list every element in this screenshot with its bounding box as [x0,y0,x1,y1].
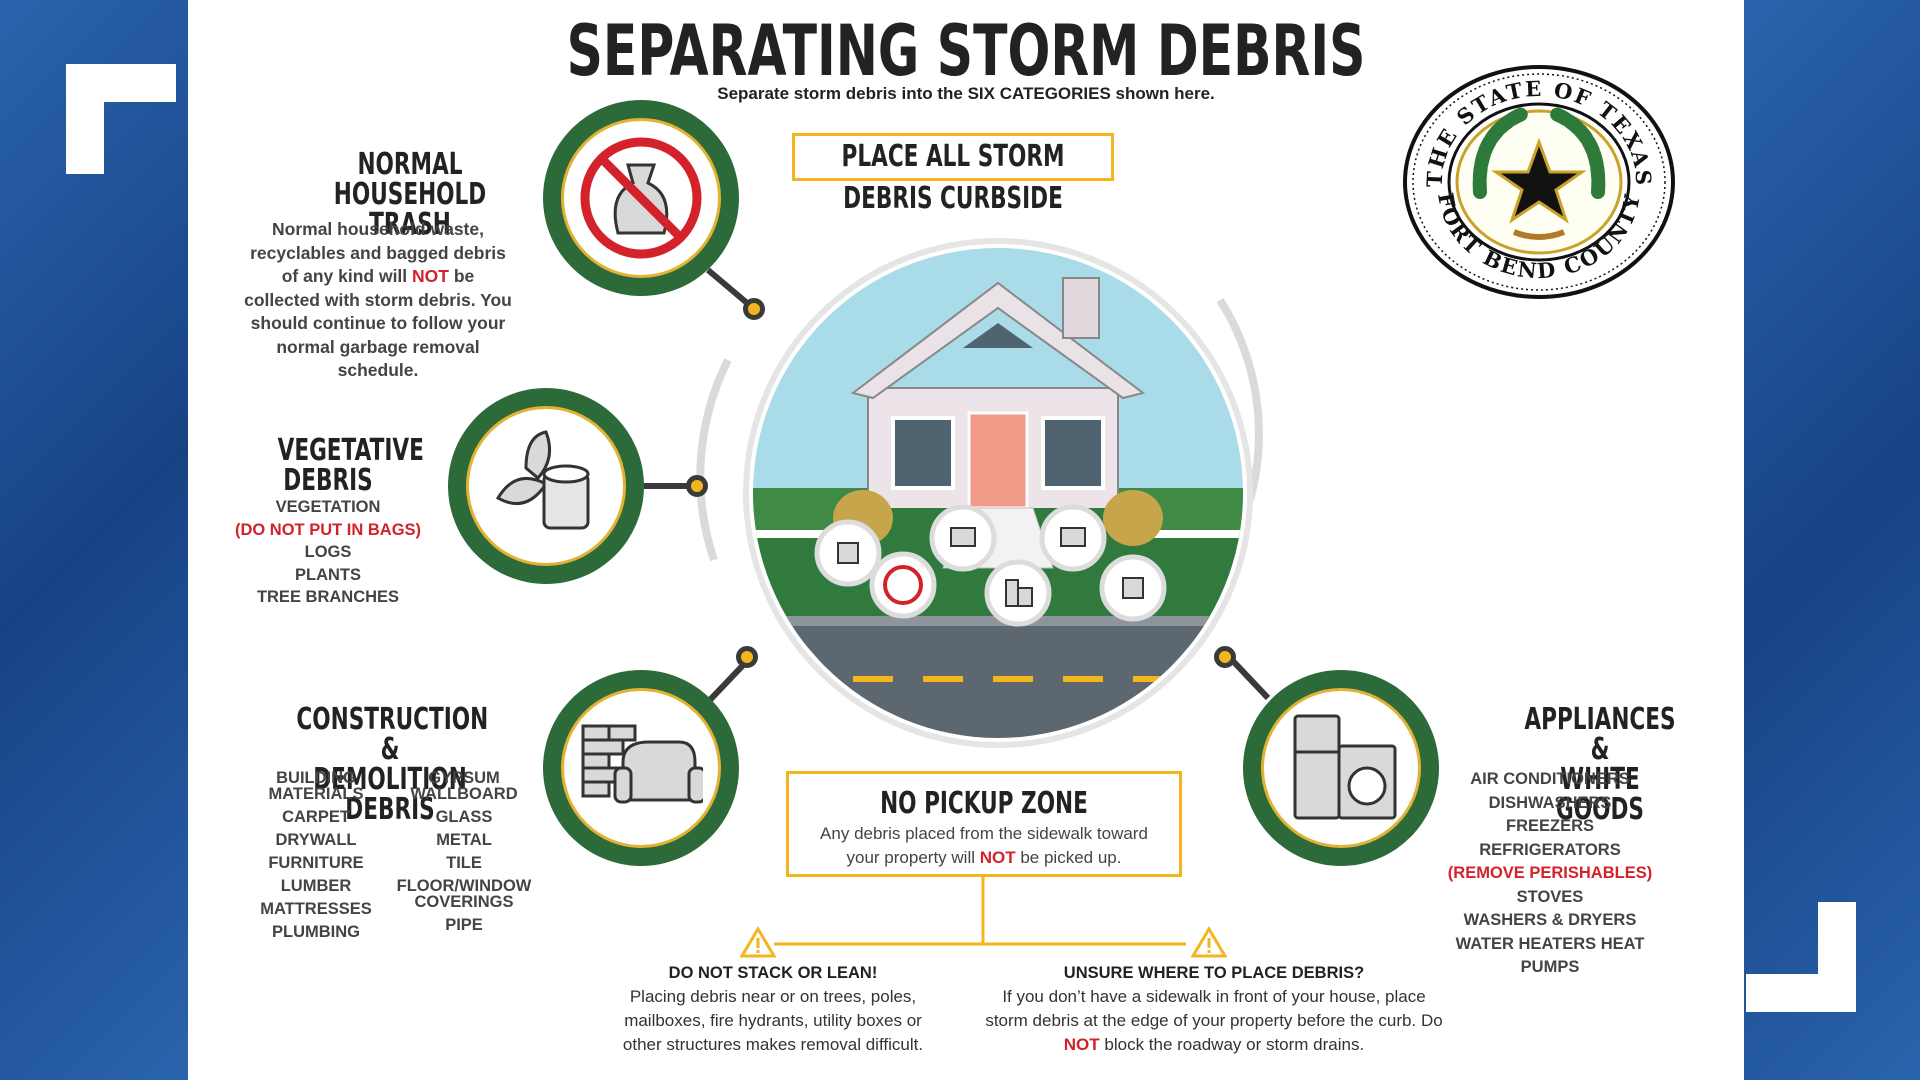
list-item: LUMBER [280,877,352,895]
stack-warning: DO NOT STACK OR LEAN! Placing debris nea… [583,964,963,1057]
vegetative-debris-badge [448,388,644,584]
list-item: AIR CONDITIONERS [1470,770,1630,788]
construction-debris-badge [543,670,739,866]
household-text-emphasis: NOT [412,266,449,286]
curbside-banner: PLACE ALL STORM DEBRIS CURBSIDE [792,133,1114,216]
connector-dot-construction [736,646,758,668]
construction-title-line1: CONSTRUCTION & [296,702,489,767]
list-item: MATTRESSES [260,900,372,918]
page-title: SEPARATING STORM DEBRIS [566,10,1366,92]
right-background-panel [1744,0,1920,1080]
household-title-line2: HOUSEHOLD TRASH [333,177,487,242]
unsure-warning-title: UNSURE WHERE TO PLACE DEBRIS? [1063,964,1365,982]
list-item: CARPET [282,808,350,826]
no-trash-bag-icon [580,137,702,259]
list-item: WASHERS & DRYERS [1463,911,1637,929]
list-item: WATER HEATERS HEAT PUMPS [1455,934,1645,977]
infographic-page: SEPARATING STORM DEBRIS Separate storm d… [188,0,1744,1080]
warning-icon [1191,926,1227,958]
no-pickup-text: Any debris placed from the sidewalk towa… [809,822,1159,870]
connector-dot-household [743,298,765,320]
connector-dot-vegetative [686,475,708,497]
county-seal: THE STATE OF TEXAS FORT BEND COUNTY [1402,64,1676,300]
warning-icon [740,926,776,958]
unsure-warning: UNSURE WHERE TO PLACE DEBRIS? If you don… [984,964,1444,1057]
vegetative-list: VEGETATION (DO NOT PUT IN BAGS) LOGS PLA… [218,496,438,609]
list-item: GYPSUM WALLBOARD [410,769,518,803]
construction-title-line2: DEMOLITION DEBRIS [313,762,467,827]
list-item: DISHWASHERS [1488,793,1612,812]
household-text-part1: Normal household waste, recyclables and … [250,219,506,286]
appliances-title-line1: APPLIANCES & [1524,702,1676,767]
vegetation-stump-icon [495,430,590,530]
stack-warning-title: DO NOT STACK OR LEAN! [668,964,878,982]
appliances-badge [1243,670,1439,866]
construction-title: CONSTRUCTION & DEMOLITION DEBRIS [296,702,489,827]
household-title-line1: NORMAL [357,147,463,182]
appliances-title: APPLIANCES & WHITE GOODS [1521,705,1679,825]
list-item: TILE [446,854,482,872]
connector-dot-appliances [1214,646,1236,668]
appliances-title-line2: WHITE GOODS [1556,762,1644,827]
list-item: STOVES [1516,887,1584,906]
no-pickup-zone-box: NO PICKUP ZONE Any debris placed from th… [786,771,1182,877]
stack-warning-text: Placing debris near or on trees, poles, … [622,987,924,1054]
list-item: DRYWALL [275,831,357,849]
texas-star-seal-icon: THE STATE OF TEXAS FORT BEND COUNTY [1403,65,1675,299]
vegetative-title-line2: DEBRIS [283,463,373,498]
vegetative-title-line1: VEGETATIVE [277,433,424,468]
connector-lines [628,267,1271,946]
unsure-text-emphasis: NOT [1063,1035,1100,1054]
fridge-washer-icon [1293,714,1397,820]
list-item: PLUMBING [272,923,360,941]
unsure-warning-text: If you don’t have a sidewalk in front of… [984,985,1444,1057]
list-item: LOGS [304,543,352,561]
household-description: Normal household waste, recyclables and … [244,218,512,383]
household-trash-badge [543,100,739,296]
left-background-panel [0,0,188,1080]
curbside-label: PLACE ALL STORM DEBRIS CURBSIDE [841,139,1065,216]
list-item: GLASS [435,808,493,826]
vegetative-title: VEGETATIVE DEBRIS [277,433,424,498]
list-item: FREEZERS [1505,817,1594,835]
construction-list-col2: GYPSUM WALLBOARD GLASS METAL TILE FLOOR/… [388,769,540,934]
list-item-warning: (DO NOT PUT IN BAGS) [234,520,422,539]
appliances-list: AIR CONDITIONERS DISHWASHERS FREEZERS RE… [1440,768,1660,980]
list-item: FLOOR/WINDOW COVERINGS [396,877,532,911]
list-item: PIPE [445,916,483,934]
bricks-couch-icon [581,724,703,804]
household-text-part2: be collected with storm debris. You shou… [244,266,512,380]
unsure-text-part2: block the roadway or storm drains. [1099,1035,1365,1054]
page-subtitle: Separate storm debris into the SIX CATEG… [717,84,1215,103]
list-item: BUILDING MATERIALS [268,769,364,803]
unsure-text-part1: If you don’t have a sidewalk in front of… [985,987,1443,1030]
curbside-house-scene [743,238,1253,748]
list-item-warning: (REMOVE PERISHABLES) [1447,864,1653,882]
no-pickup-text-part1: Any debris placed from the sidewalk towa… [820,824,1148,867]
list-item: PLANTS [295,565,361,584]
household-title: NORMAL HOUSEHOLD TRASH [316,150,503,240]
no-pickup-text-part2: be picked up. [1015,848,1122,867]
list-item: VEGETATION [275,498,381,516]
list-item: TREE BRANCHES [256,588,400,606]
list-item: REFRIGERATORS [1479,840,1621,859]
construction-list-col1: BUILDING MATERIALS CARPET DRYWALL FURNIT… [260,769,372,941]
tv-icon [1060,527,1086,547]
house-illustration [743,238,1253,748]
no-pickup-title: NO PICKUP ZONE [880,786,1088,821]
list-item: METAL [436,831,492,849]
list-item: FURNITURE [268,854,364,872]
no-pickup-text-emphasis: NOT [979,848,1016,867]
